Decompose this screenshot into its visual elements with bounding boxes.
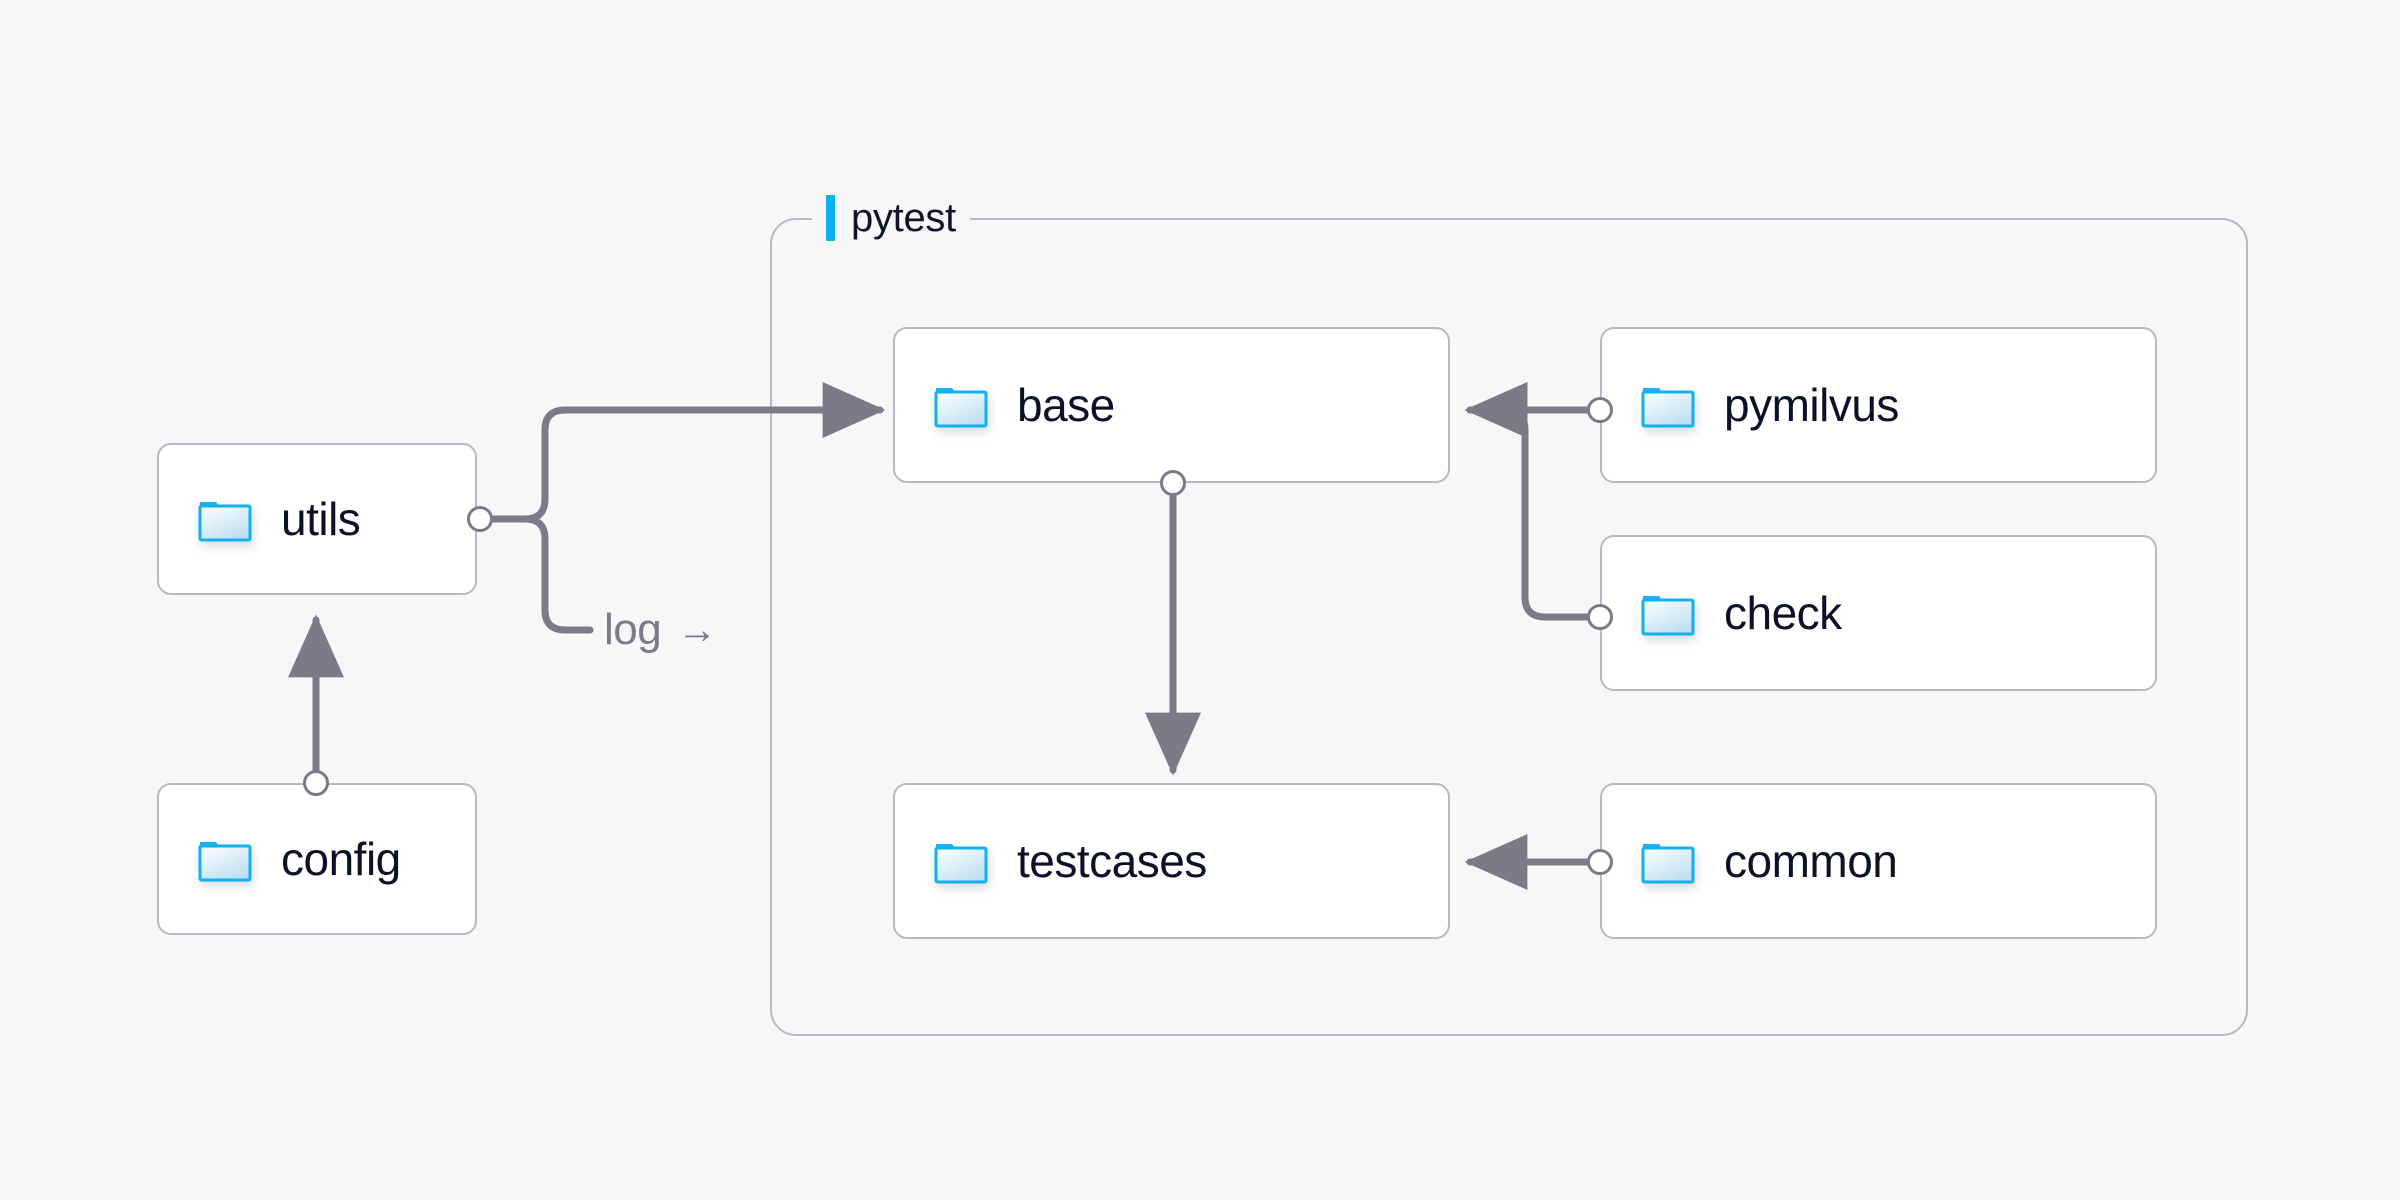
node-label: testcases: [1017, 835, 1207, 887]
port-utils-right[interactable]: [467, 506, 493, 532]
node-label: utils: [281, 493, 361, 545]
folder-icon: [197, 495, 253, 543]
edge-utils-log: [489, 515, 594, 634]
group-accent-bar: [826, 195, 835, 241]
port-config-top[interactable]: [303, 770, 329, 796]
folder-icon: [197, 835, 253, 883]
port-base-bottom[interactable]: [1160, 470, 1186, 496]
folder-icon: [1640, 837, 1696, 885]
node-label: base: [1017, 379, 1115, 431]
node-label: common: [1724, 835, 1898, 887]
node-base[interactable]: base: [893, 327, 1450, 483]
pytest-group-frame[interactable]: [770, 218, 2248, 1036]
group-label-text: pytest: [851, 196, 956, 240]
port-check-left[interactable]: [1587, 604, 1613, 630]
node-label: check: [1724, 587, 1842, 639]
folder-icon: [1640, 381, 1696, 429]
edge-label-log-text: log: [604, 605, 662, 654]
folder-icon: [933, 837, 989, 885]
folder-icon: [933, 381, 989, 429]
node-label: pymilvus: [1724, 379, 1899, 431]
folder-icon: [1640, 589, 1696, 637]
arrow-right-icon: →: [677, 608, 718, 652]
node-common[interactable]: common: [1600, 783, 2157, 939]
edge-label-log: log →: [604, 608, 717, 652]
node-testcases[interactable]: testcases: [893, 783, 1450, 939]
pytest-group-label: pytest: [812, 190, 970, 246]
node-label: config: [281, 833, 401, 885]
port-common-left[interactable]: [1587, 849, 1613, 875]
port-pymilvus-left[interactable]: [1587, 397, 1613, 423]
node-check[interactable]: check: [1600, 535, 2157, 691]
node-config[interactable]: config: [157, 783, 477, 935]
node-utils[interactable]: utils: [157, 443, 477, 595]
node-pymilvus[interactable]: pymilvus: [1600, 327, 2157, 483]
